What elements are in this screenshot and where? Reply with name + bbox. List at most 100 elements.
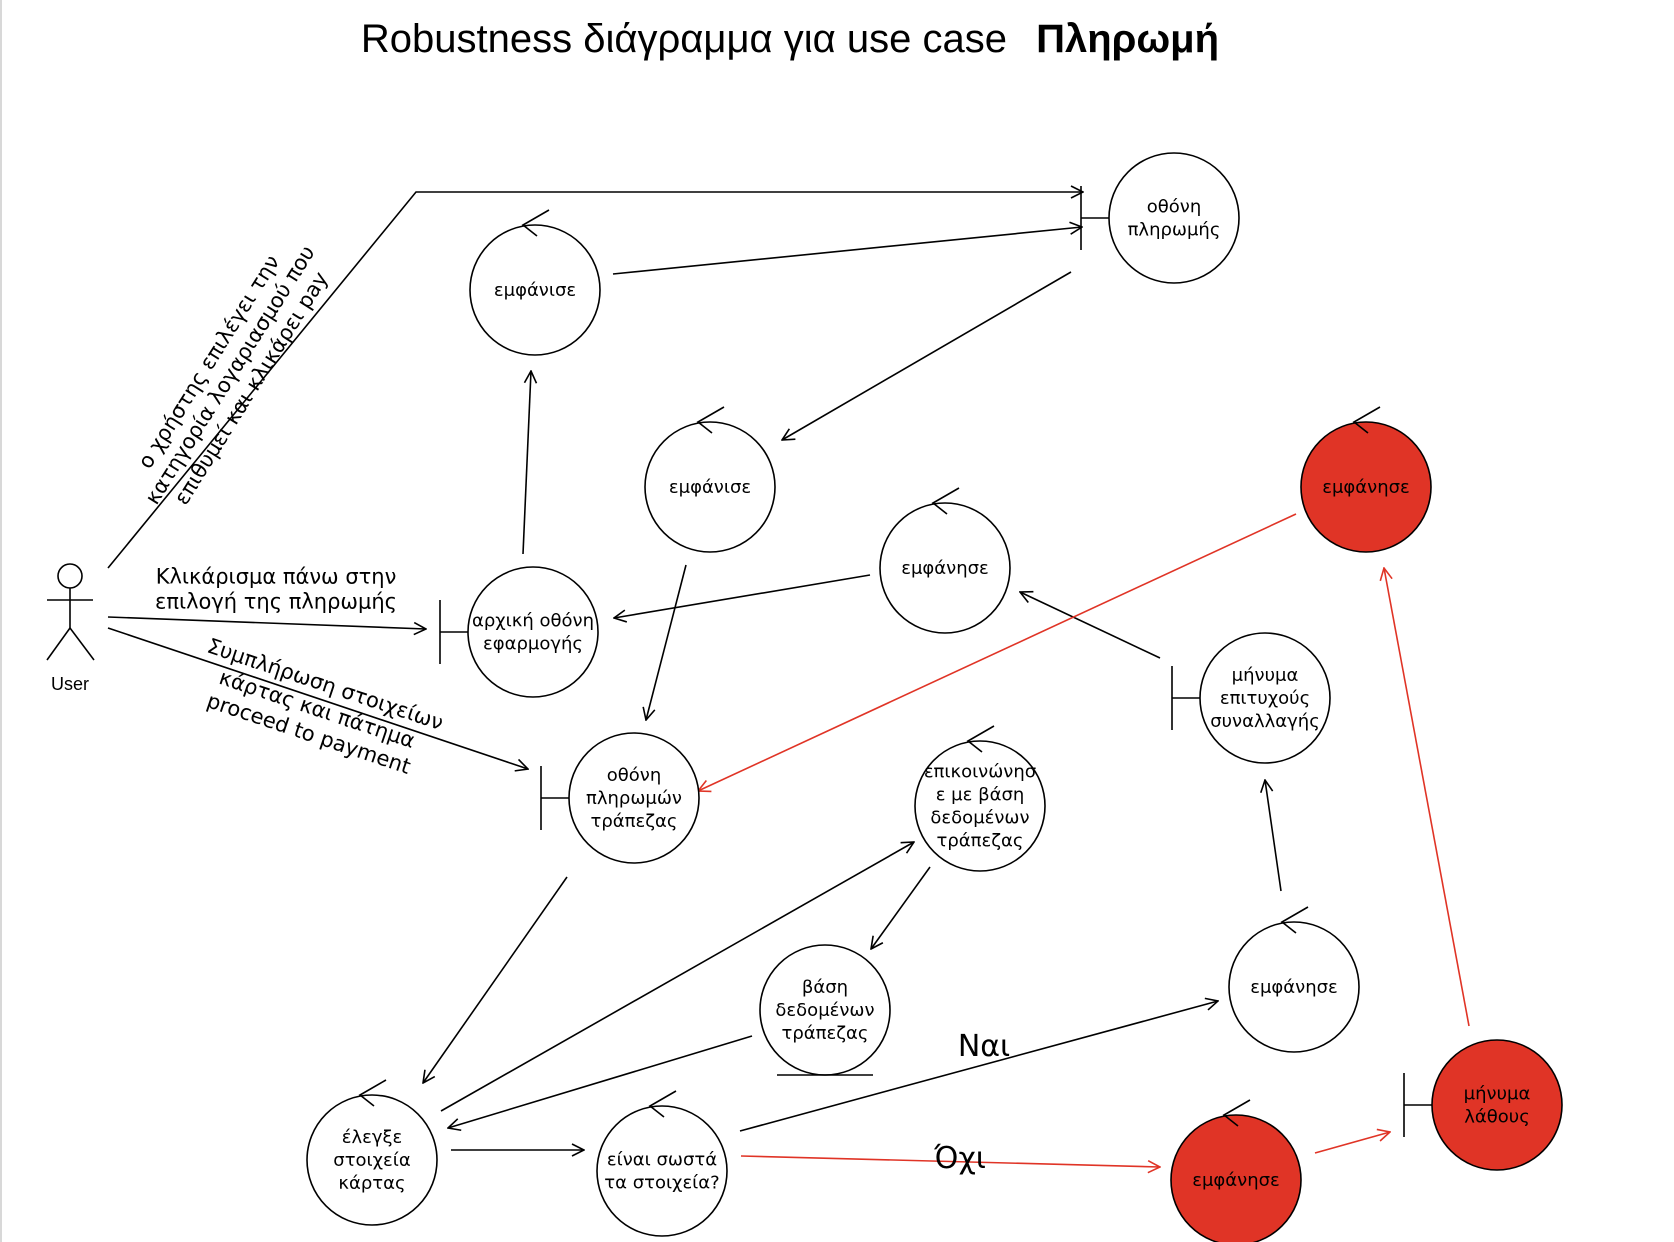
node-label-line: αρχική οθόνη (472, 611, 594, 632)
control-arrow-icon (648, 1090, 677, 1118)
node-label-line: τράπεζας (782, 1023, 869, 1044)
boundary-circle (1431, 1039, 1563, 1171)
node-label-line: πληρωμών (586, 788, 682, 809)
node-label-line: εμφάνησε (901, 558, 989, 579)
node-label-line: βάση (802, 977, 848, 998)
node-label: εμφάνησε (1192, 1170, 1280, 1191)
edge-error-msg-to-show-red1 (1384, 568, 1470, 1027)
edge-correct-data-to-show4 (739, 1001, 1218, 1132)
edge-payment-screen-to-show2 (782, 271, 1072, 440)
node-label-line: εμφάνισε (669, 477, 751, 498)
control-arrow-icon (521, 209, 550, 237)
edge-user-to-bank-payment-screen (107, 627, 528, 769)
node-label-line: κάρτας (338, 1173, 405, 1194)
node-label-line: επιτυχούς (1220, 688, 1310, 709)
node-label-line: εμφάνησε (1250, 977, 1338, 998)
control-arrow-icon (358, 1079, 387, 1107)
edge-label-line: Όχι (933, 1141, 986, 1176)
boundary-circle (1108, 152, 1240, 284)
edge-bank-db-to-check-card (448, 1035, 753, 1128)
node-label: εμφάνησε (1322, 477, 1410, 498)
node-control-show-red1: εμφάνησε (1300, 406, 1432, 553)
node-control-show1: εμφάνισε (469, 209, 601, 356)
edge-show1-to-payment-screen (612, 227, 1082, 275)
diagram-title: Robustness διάγραμμα για use case Πληρωμ… (361, 17, 1219, 61)
node-label-line: μήνυμα (1464, 1084, 1531, 1105)
control-arrow-icon (931, 487, 960, 515)
node-label-line: εμφάνησε (1322, 477, 1410, 498)
edge-user-to-home-screen (107, 616, 426, 629)
control-circle (306, 1094, 438, 1226)
left-border (0, 0, 2, 1242)
edge-show4-to-success-msg (1265, 780, 1282, 892)
node-label-line: λάθους (1464, 1107, 1530, 1128)
edge-show2-to-bank-payment-screen (646, 564, 687, 720)
boundary-circle (467, 566, 599, 698)
control-circle (1300, 421, 1432, 553)
edge-label-line: επιλογή της πληρωμής (155, 590, 397, 614)
node-control-show3: εμφάνησε (879, 487, 1011, 634)
node-label-line: τα στοιχεία? (604, 1173, 719, 1194)
node-label-line: επικοινώνησ (924, 762, 1036, 783)
actor-user: User (46, 563, 95, 694)
edge-check-card-to-contact-db (440, 842, 914, 1112)
control-circle (1228, 921, 1360, 1053)
actor-label: User (51, 674, 89, 694)
edge-label-line: Κλικάρισμα πάνω στην (156, 565, 397, 589)
node-label-line: εφαρμογής (483, 634, 583, 655)
node-control-show4: εμφάνησε (1228, 906, 1360, 1053)
control-arrow-icon (1280, 906, 1309, 934)
diagram-title-prefix: Robustness διάγραμμα για use case (361, 17, 1007, 61)
node-label-line: είναι σωστά (607, 1150, 717, 1171)
edge-show-red2-to-error-msg (1314, 1132, 1390, 1154)
edge-label: Ναι (958, 1029, 1010, 1064)
node-label: εμφάνησε (901, 558, 989, 579)
node-control-show2: εμφάνισε (644, 406, 776, 553)
node-label-line: δεδομένων (775, 1000, 874, 1021)
node-label-line: τράπεζας (591, 811, 678, 832)
control-arrow-icon (966, 725, 995, 753)
node-label-line: δεδομένων (930, 808, 1029, 829)
control-circle (596, 1105, 728, 1237)
node-label-line: μήνυμα (1232, 665, 1299, 686)
node-label-line: τράπεζας (937, 831, 1024, 852)
edge-home-screen-to-show1 (522, 371, 531, 555)
node-label-line: συναλλαγής (1210, 711, 1320, 732)
edge-label-line: κατηγορία λογαριασμού που (140, 241, 319, 508)
control-arrow-icon (696, 406, 725, 434)
node-control-show-red2: εμφάνησε (1170, 1099, 1302, 1242)
node-label-line: οθόνη (607, 765, 662, 786)
node-label: εμφάνισε (669, 477, 751, 498)
control-circle (1170, 1114, 1302, 1242)
node-label-line: έλεγξε (342, 1127, 403, 1148)
node-label-line: ε με βάση (936, 785, 1025, 806)
control-arrow-icon (1352, 406, 1381, 434)
node-label-line: πληρωμής (1128, 220, 1221, 241)
edge-show3-to-home-screen (614, 574, 871, 618)
edge-show-red1-to-bank-payment-screen (698, 513, 1297, 791)
control-arrow-icon (1222, 1099, 1251, 1127)
edge-label: Όχι (933, 1141, 986, 1176)
node-label: εμφάνισε (494, 280, 576, 301)
node-label-line: στοιχεία (333, 1150, 410, 1171)
control-circle (914, 740, 1046, 872)
